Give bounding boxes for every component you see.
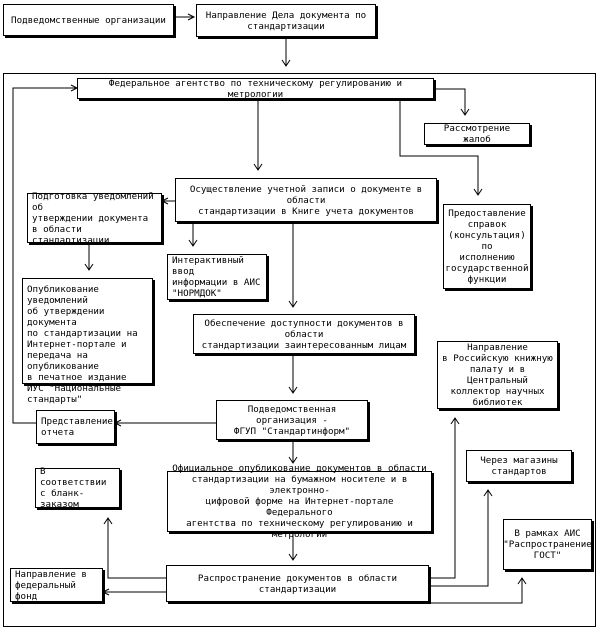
arrowhead: [253, 163, 263, 171]
arrowhead: [84, 263, 94, 271]
arrowhead: [160, 197, 169, 205]
arrowhead: [288, 456, 298, 464]
box-fgup: Подведомственная организация - ФГУП "Ста…: [216, 400, 368, 440]
arrowhead: [101, 588, 110, 596]
arrowhead: [517, 577, 527, 585]
arrowhead: [288, 553, 298, 561]
arrowhead: [187, 13, 196, 21]
box-fed-agency: Федеральное агентство по техническому ре…: [77, 78, 434, 100]
arrowhead: [188, 239, 198, 247]
box-accounting: Осуществление учетной записи о документе…: [175, 178, 437, 222]
arrow-report-to-agency: [12, 87, 77, 424]
box-ais-gost: В рамках АИС "Распространение ГОСТ": [503, 519, 592, 570]
arrowhead: [113, 419, 122, 427]
arrowhead: [473, 188, 483, 196]
arrow-agency-to-complaints: [434, 88, 466, 115]
arrowhead: [103, 517, 113, 525]
arrowhead: [288, 300, 298, 308]
box-library: Направление в Российскую книжную палату …: [437, 341, 558, 409]
box-notices-prep: Подготовка уведомлений об утверждении до…: [27, 191, 162, 246]
box-interactive: Интерактивный ввод информации в АИС "НОР…: [167, 254, 267, 300]
box-official-pub: Официальное опубликование документов в о…: [167, 463, 432, 540]
box-report: Представление отчета: [36, 410, 115, 444]
box-fed-fund: Направление в федеральный фонд: [10, 568, 103, 602]
arrow-distribution-to-library: [429, 418, 456, 579]
arrowhead: [288, 386, 298, 394]
agency-frame: [3, 73, 596, 627]
box-complaints: Рассмотрение жалоб: [424, 123, 530, 145]
box-blank-order: В соответствии с бланк-заказом: [35, 466, 120, 510]
arrow-distribution-to-shops: [429, 490, 489, 587]
arrowhead: [483, 489, 493, 497]
box-availability: Обеспечение доступности документов в обл…: [193, 314, 415, 354]
box-distribution: Распространение документов в области ста…: [166, 565, 429, 602]
box-sub-orgs: Подведомственные организации: [3, 4, 174, 36]
arrow-agency-to-consult: [399, 99, 479, 195]
box-notices-pub: Опубликование уведомлений об утверждении…: [22, 278, 153, 405]
arrowhead: [281, 59, 291, 67]
arrowhead: [460, 108, 470, 116]
arrow-distribution-to-blank: [107, 518, 166, 579]
box-consult: Предоставление справок (консультация) по…: [443, 204, 531, 289]
box-send-to-std: Направление Дела документа по стандартиз…: [196, 4, 376, 37]
arrow-distribution-to-ais: [429, 578, 523, 604]
arrowhead: [450, 417, 460, 425]
box-shops: Через магазины стандартов: [466, 450, 572, 482]
